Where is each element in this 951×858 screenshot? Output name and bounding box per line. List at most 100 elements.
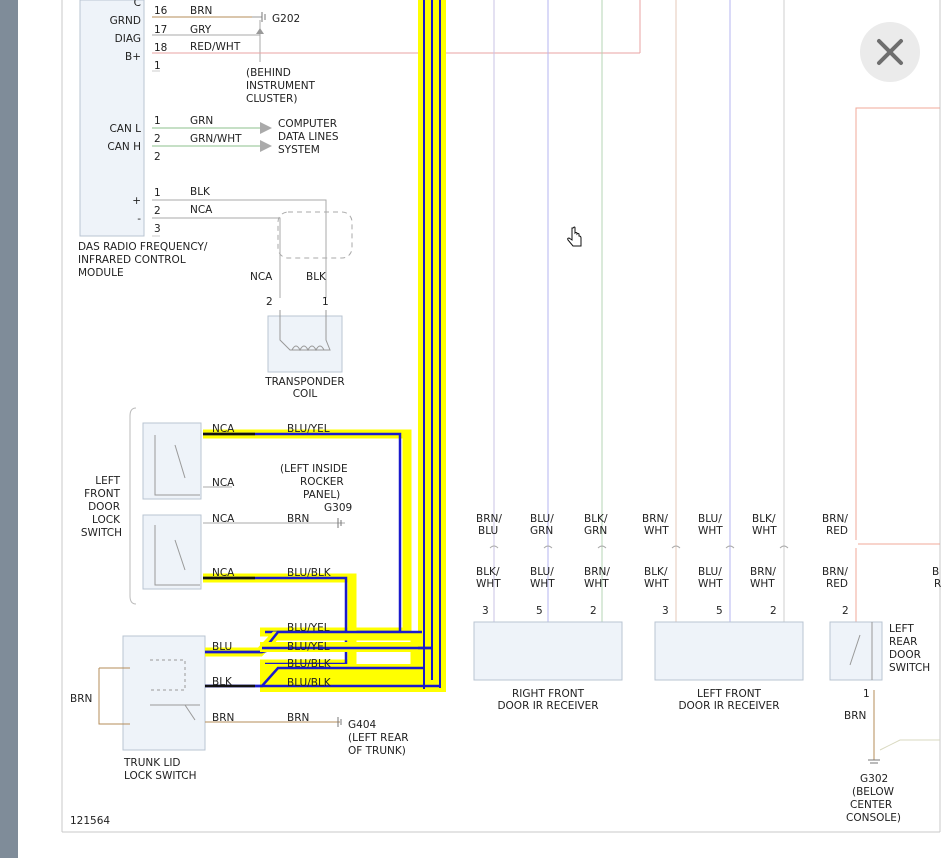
das-pin-num: 18 bbox=[154, 42, 167, 54]
wire-label-blu-blk: BLU/BLK bbox=[287, 567, 332, 579]
module-name-line: DAS RADIO FREQUENCY/ bbox=[78, 241, 208, 253]
wire-label: GRY bbox=[190, 24, 212, 36]
wire-label-blu: BLU bbox=[212, 641, 232, 653]
das-pin-label-c: C bbox=[134, 0, 141, 9]
arrow-icon bbox=[260, 122, 272, 134]
receiver-name-line: RIGHT FRONT bbox=[512, 688, 585, 700]
note-line: (BEHIND bbox=[246, 67, 291, 79]
switch-name-line: DOOR bbox=[889, 649, 921, 661]
wire-label: B bbox=[932, 566, 939, 578]
pin-num: 2 bbox=[590, 605, 597, 617]
ground-note-line: ROCKER bbox=[300, 476, 344, 488]
trunk-name-line: TRUNK LID bbox=[123, 757, 181, 769]
wire-label: BLU bbox=[478, 525, 498, 537]
note-line: COMPUTER bbox=[278, 118, 337, 130]
wire-label: BLK/ bbox=[752, 513, 776, 525]
can-h-label: CAN H bbox=[107, 141, 141, 153]
wire-label: BRN bbox=[190, 5, 212, 17]
wire-label-blu-yel: BLU/YEL bbox=[287, 423, 330, 435]
wire-label: GRN bbox=[530, 525, 553, 537]
hand-cursor-icon bbox=[567, 226, 582, 247]
wire-label: BRN/ bbox=[750, 566, 776, 578]
note-line: DATA LINES bbox=[278, 131, 339, 143]
das-pin-num: 17 bbox=[154, 24, 167, 36]
wire-label: WHT bbox=[644, 578, 669, 590]
switch-name-line: SWITCH bbox=[81, 527, 122, 539]
trunk-lid-switch: BRN BLU BLK BLU/YEL BLU/YEL BLU/BLK BLU/… bbox=[70, 622, 440, 782]
wire-label: BRN/ bbox=[584, 566, 610, 578]
wire-label-brn: BRN bbox=[287, 513, 309, 525]
wire-label-brn: BRN bbox=[287, 712, 309, 724]
wire-label: BLK/ bbox=[644, 566, 668, 578]
ground-note-line: G404 bbox=[348, 719, 376, 731]
das-pin-num: 1 bbox=[154, 115, 161, 127]
receiver-name-line: DOOR IR RECEIVER bbox=[497, 700, 598, 712]
data-bus bbox=[418, 0, 446, 692]
module-name-line: INFRARED CONTROL bbox=[78, 254, 186, 266]
switch-name-line: LEFT bbox=[889, 623, 914, 635]
ground-note-line: G302 bbox=[860, 773, 888, 785]
note-line: CLUSTER) bbox=[246, 93, 297, 105]
ground-note-line: (LEFT INSIDE bbox=[280, 463, 348, 475]
ground-note-line: PANEL) bbox=[303, 489, 340, 501]
door-lock-switch: LEFT FRONT DOOR LOCK SWITCH NCA BLU/YEL … bbox=[81, 407, 412, 669]
wire-label: BLU/ bbox=[698, 566, 722, 578]
switch-name-line: LOCK bbox=[92, 514, 121, 526]
das-pin-label-grnd: GRND bbox=[110, 15, 141, 27]
das-pin-num: 1 bbox=[154, 60, 161, 72]
ground-note-line: OF TRUNK) bbox=[348, 745, 406, 757]
wire-label: RED/WHT bbox=[190, 41, 241, 53]
receiver-name-line: DOOR IR RECEIVER bbox=[678, 700, 779, 712]
wire-label: RED bbox=[826, 525, 848, 537]
pin-num: 1 bbox=[322, 296, 329, 308]
right-front-ir-receiver: BRN/ BLU BLU/ GRN BLK/ GRN BLK/ WHT BLU/… bbox=[473, 0, 623, 712]
wire-label: WHT bbox=[750, 578, 775, 590]
ground-label-g202: G202 bbox=[272, 13, 300, 25]
left-front-ir-receiver: BRN/ WHT BLU/ WHT BLK/ WHT BLK/ WHT BLU/… bbox=[642, 0, 804, 712]
wire-label-brn: BRN bbox=[212, 712, 234, 724]
note-line: SYSTEM bbox=[278, 144, 320, 156]
pin-num: 3 bbox=[482, 605, 489, 617]
wire-label: WHT bbox=[698, 578, 723, 590]
close-button[interactable] bbox=[860, 22, 920, 82]
pin-num: 2 bbox=[770, 605, 777, 617]
wire-label: WHT bbox=[584, 578, 609, 590]
das-pin-num: 1 bbox=[154, 187, 161, 199]
pin-num: 1 bbox=[863, 688, 870, 700]
wire-label: BLU/ bbox=[530, 566, 554, 578]
wire-label: BRN/ bbox=[642, 513, 668, 525]
wire-label: WHT bbox=[644, 525, 669, 537]
switch-name-line: FRONT bbox=[84, 488, 120, 500]
connector-ticks bbox=[489, 545, 789, 549]
wire-label-blk: BLK bbox=[212, 676, 233, 688]
wire-label: R bbox=[934, 578, 941, 590]
wire-label: GRN/WHT bbox=[190, 133, 242, 145]
das-pin-num: 2 bbox=[154, 205, 161, 217]
wire-label-nca: NCA bbox=[212, 477, 235, 489]
left-rear-door-switch: BRN/ RED BRN/ RED B R 2 LEFT REAR DOOR S… bbox=[822, 107, 941, 824]
wire-label: BRN/ bbox=[822, 513, 848, 525]
diagram-id: 121564 bbox=[70, 815, 110, 827]
das-pin-num: 3 bbox=[154, 223, 161, 235]
note-line: INSTRUMENT bbox=[246, 80, 316, 92]
wire-label: BLK/ bbox=[584, 513, 608, 525]
receiver-name-line: LEFT FRONT bbox=[697, 688, 762, 700]
wire-label-nca: NCA bbox=[212, 567, 235, 579]
pin-num: 5 bbox=[716, 605, 723, 617]
ground-note-line: CONSOLE) bbox=[846, 812, 901, 824]
wire-label-nca: NCA bbox=[212, 513, 235, 525]
wire-label: WHT bbox=[698, 525, 723, 537]
ground-note-line: G309 bbox=[324, 502, 352, 514]
das-pin-num: 2 bbox=[154, 133, 161, 145]
switch-name-line: DOOR bbox=[88, 501, 120, 513]
wire-label: BRN/ bbox=[476, 513, 502, 525]
wire-label: BLK bbox=[190, 186, 211, 198]
coil-name-line: TRANSPONDER bbox=[264, 376, 344, 388]
das-pin-num: 2 bbox=[154, 151, 161, 163]
wire-label: WHT bbox=[530, 578, 555, 590]
wire-label: BLU/ bbox=[698, 513, 722, 525]
wire-label: BLK bbox=[306, 271, 327, 283]
wire-label: WHT bbox=[476, 578, 501, 590]
ground-note-line: CENTER bbox=[850, 799, 892, 811]
module-name-line: MODULE bbox=[78, 267, 124, 279]
